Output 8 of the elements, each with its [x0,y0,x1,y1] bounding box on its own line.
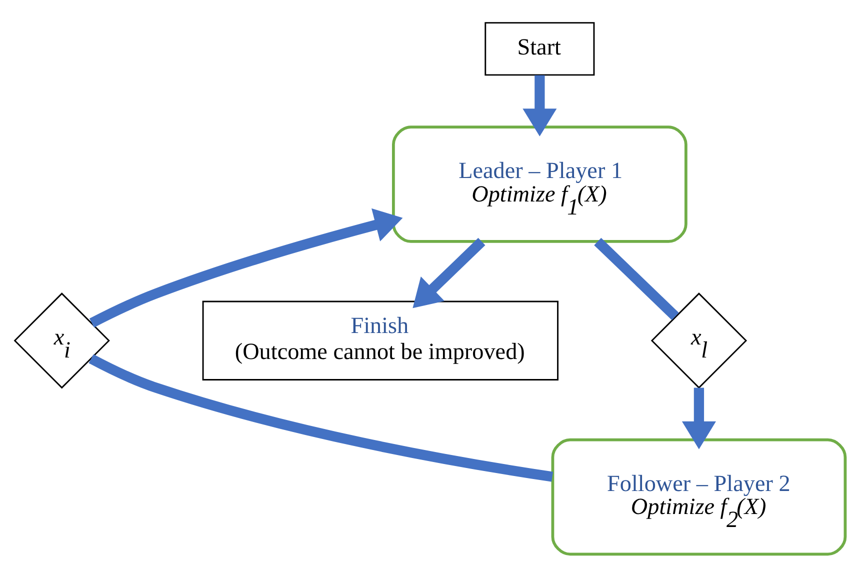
arrow [681,387,716,449]
arrow [522,74,556,136]
node-box: Start [484,22,594,76]
arrow [88,208,402,327]
arrow [412,237,485,308]
connector [88,354,553,482]
connector [594,237,678,320]
node-box: Finish (Outcome cannot be improved) [202,300,558,380]
